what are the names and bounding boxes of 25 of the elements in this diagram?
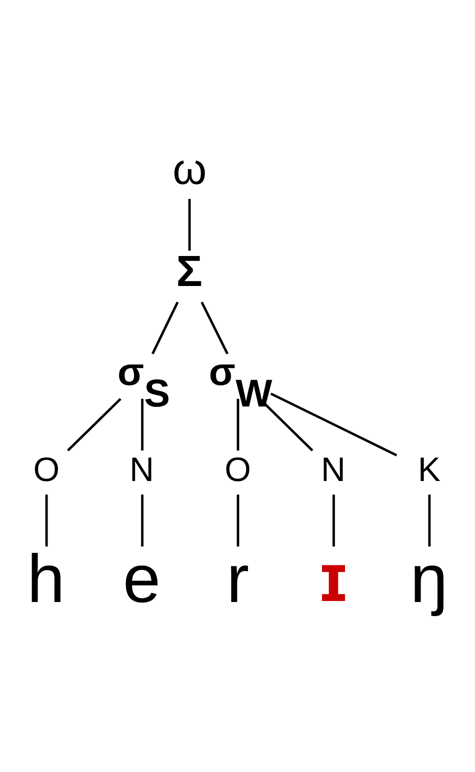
node-text: O (224, 450, 251, 489)
node-text: h (26, 542, 64, 618)
connector (140, 494, 143, 546)
connector (151, 302, 178, 354)
node-text: e (122, 542, 160, 618)
node-text: N (129, 450, 154, 489)
node-text: ɪ (319, 540, 347, 616)
connector (66, 398, 121, 452)
connector (236, 398, 239, 451)
connector (188, 198, 190, 251)
connector (258, 398, 313, 452)
connector (140, 398, 143, 451)
node-text: N (320, 450, 345, 489)
connector (200, 302, 228, 354)
node-text: r (226, 542, 249, 618)
node-text: K (417, 450, 440, 489)
node-text: ŋ (410, 542, 448, 618)
connector (332, 494, 334, 546)
connector (428, 494, 430, 546)
node-text: O (32, 450, 60, 489)
connector (236, 494, 239, 546)
connector (44, 494, 48, 546)
node-text: Σ (176, 248, 202, 296)
connector (270, 392, 397, 456)
node-text: ω (172, 146, 206, 194)
